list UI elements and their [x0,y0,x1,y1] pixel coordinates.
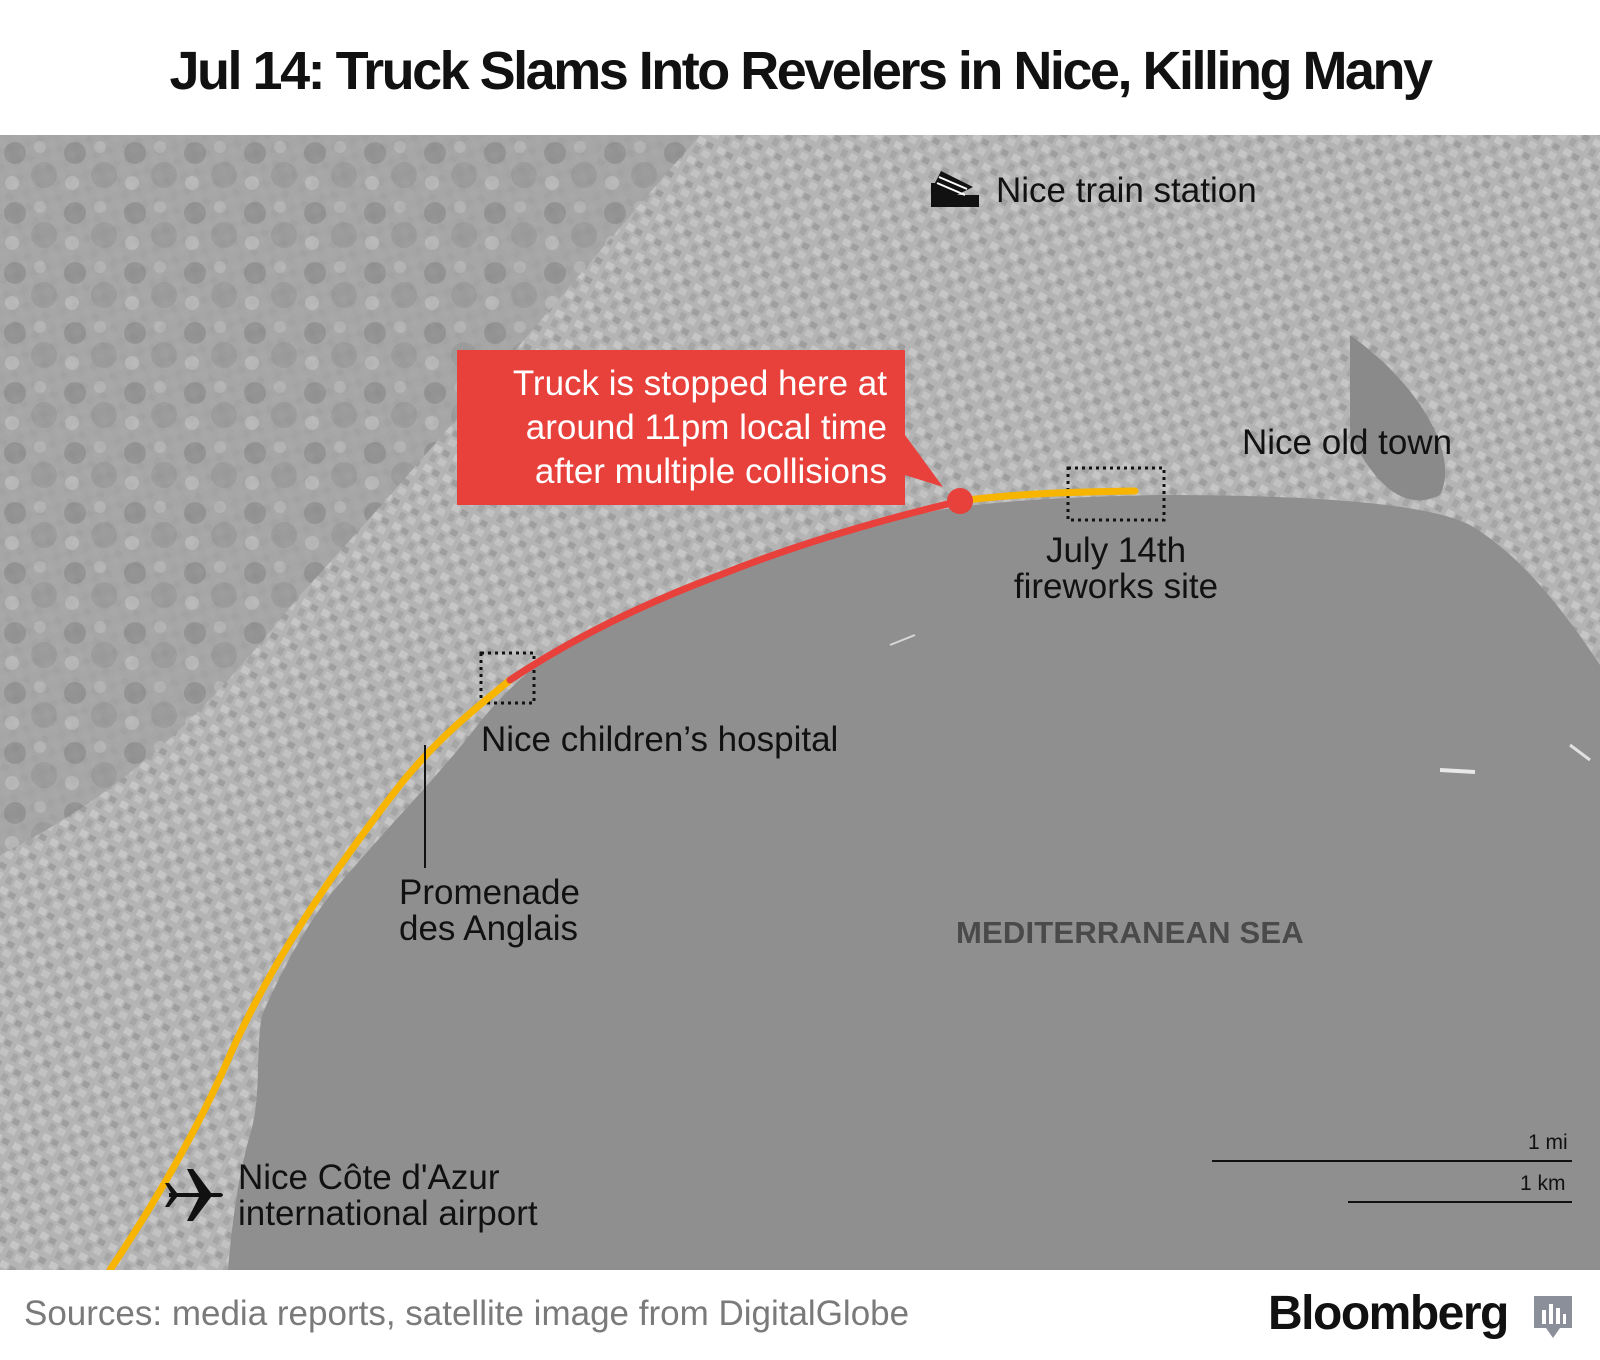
airport-label-line: international airport [238,1194,538,1233]
callout-line: around 11pm local time [525,408,887,447]
train-icon [931,171,979,207]
stop-point-marker [947,488,973,514]
callout-line: Truck is stopped here at [512,364,887,403]
page-title: Jul 14: Truck Slams Into Revelers in Nic… [169,41,1433,101]
promenade-label-line: Promenade [399,873,580,912]
sea-area [228,495,1600,1270]
route-red [506,497,964,684]
airport-label: Nice Côte d'Azur international airport [238,1160,538,1232]
callout-pointer [905,435,943,487]
airport-label-line: Nice Côte d'Azur [238,1158,500,1197]
castle-hill [1350,335,1446,501]
hospital-label: Nice children’s hospital [481,720,839,759]
bloomberg-chart-icon [1534,1296,1572,1338]
boat [1439,768,1476,774]
route-yellow-west [106,676,514,1270]
scale-label-km: 1 km [1520,1172,1566,1195]
airplane-icon [165,1169,223,1221]
boat [889,634,916,646]
boat [1569,743,1591,762]
fireworks-label-line: July 14th [1045,531,1187,570]
satellite-map: Truck is stopped here at around 11pm loc… [0,135,1600,1270]
scale-label-mi: 1 mi [1528,1131,1568,1154]
bloomberg-logo: Bloomberg [1268,1287,1509,1340]
promenade-label-line: des Anglais [399,909,579,948]
map-canvas [0,135,1600,1270]
old-town-label: Nice old town [1242,423,1453,462]
sea-label: MEDITERRANEAN SEA [956,915,1304,950]
sources-note: Sources: media reports, satellite image … [24,1294,910,1333]
fireworks-box [1066,466,1166,522]
hospital-box [479,651,536,705]
truck-stop-callout: Truck is stopped here at around 11pm loc… [457,350,905,505]
promenade-label: Promenade des Anglais [399,875,580,947]
route-yellow-east [956,487,1139,505]
callout-line: after multiple collisions [534,452,887,491]
hills-area [0,135,700,855]
fireworks-label: July 14th fireworks site [990,533,1242,605]
fireworks-label-line: fireworks site [1013,567,1219,606]
train-station-label: Nice train station [996,171,1257,210]
